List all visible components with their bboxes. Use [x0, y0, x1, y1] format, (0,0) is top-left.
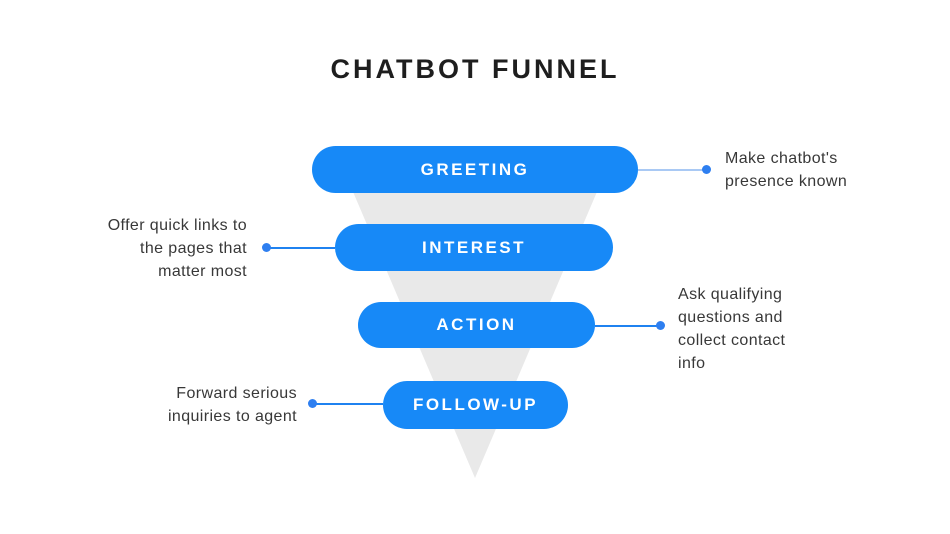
funnel-stage-action: ACTION [358, 302, 595, 348]
page-title: CHATBOT FUNNEL [330, 54, 620, 84]
funnel-stage-greeting: GREETING [312, 146, 638, 193]
funnel-stage-action-label: ACTION [436, 315, 517, 334]
connector-line-followup [313, 403, 383, 405]
annotation-greeting: Make chatbot's presence known [725, 150, 848, 190]
funnel-stage-followup: FOLLOW-UP [383, 381, 568, 429]
connector-dot-followup [308, 399, 317, 408]
connector-line-greeting [638, 169, 707, 171]
funnel-stage-greeting-label: GREETING [420, 159, 530, 179]
funnel-stage-interest: INTEREST [335, 224, 613, 271]
connector-dot-action [656, 321, 665, 330]
annotation-interest: Offer quick links to the pages that matt… [107, 217, 247, 280]
funnel-stage-interest-label: INTEREST [421, 237, 527, 257]
connector-line-action [595, 325, 661, 327]
connector-dot-greeting [702, 165, 711, 174]
connector-line-interest [267, 247, 335, 249]
connector-dot-interest [262, 243, 271, 252]
annotation-action: Ask qualifying questions and collect con… [678, 286, 786, 372]
funnel-stage-followup-label: FOLLOW-UP [412, 395, 539, 414]
annotation-followup: Forward serious inquiries to agent [167, 385, 297, 425]
